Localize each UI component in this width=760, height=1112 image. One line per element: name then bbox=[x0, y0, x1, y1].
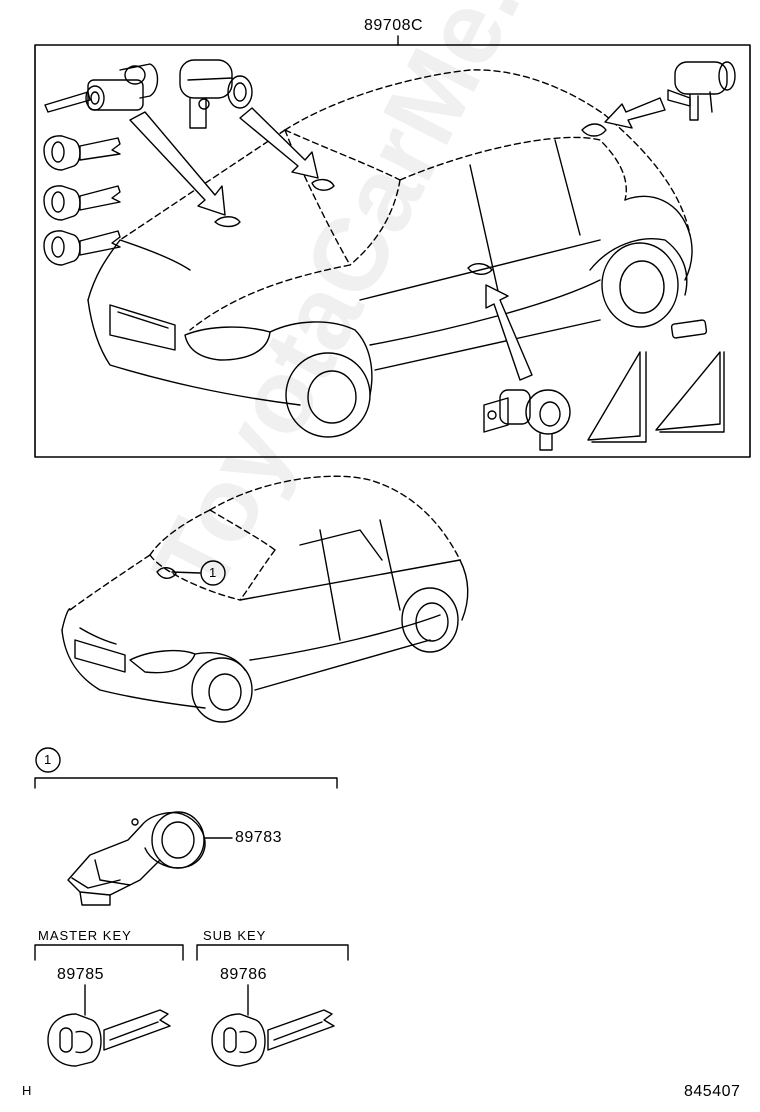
assembly-code-label: 89708C bbox=[364, 17, 424, 34]
key-group-brackets bbox=[34, 944, 349, 961]
assembly-frame bbox=[34, 44, 751, 458]
sub-key-drawing bbox=[211, 984, 335, 1067]
callout-number-car: 1 bbox=[209, 565, 218, 580]
callout-arrows bbox=[129, 97, 666, 381]
ignition-callout bbox=[156, 560, 226, 586]
hatch-lock-drawing bbox=[667, 61, 736, 121]
lock-cylinder-drawing bbox=[67, 811, 233, 906]
wedge-covers-drawing bbox=[587, 319, 725, 443]
top-car-body bbox=[87, 123, 693, 438]
part-code-89786: 89786 bbox=[220, 966, 267, 983]
drawing-number: 845407 bbox=[684, 1083, 741, 1100]
callout-number-detail: 1 bbox=[44, 752, 53, 767]
door-lock-drawing bbox=[483, 389, 571, 451]
middle-car-illustration bbox=[69, 475, 461, 611]
part-code-89783: 89783 bbox=[235, 829, 282, 846]
ignition-cylinder-drawing bbox=[44, 63, 159, 113]
key-stack-drawing bbox=[43, 135, 121, 266]
callout-circle bbox=[200, 560, 226, 586]
glove-lock-drawing bbox=[179, 59, 253, 129]
middle-car-body bbox=[61, 519, 469, 723]
detail-group-bracket bbox=[34, 747, 338, 789]
footer-left-code: H bbox=[22, 1083, 33, 1098]
master-key-drawing bbox=[47, 984, 171, 1067]
sub-key-label: SUB KEY bbox=[203, 928, 267, 943]
master-key-label: MASTER KEY bbox=[38, 928, 132, 943]
part-code-89785: 89785 bbox=[57, 966, 104, 983]
